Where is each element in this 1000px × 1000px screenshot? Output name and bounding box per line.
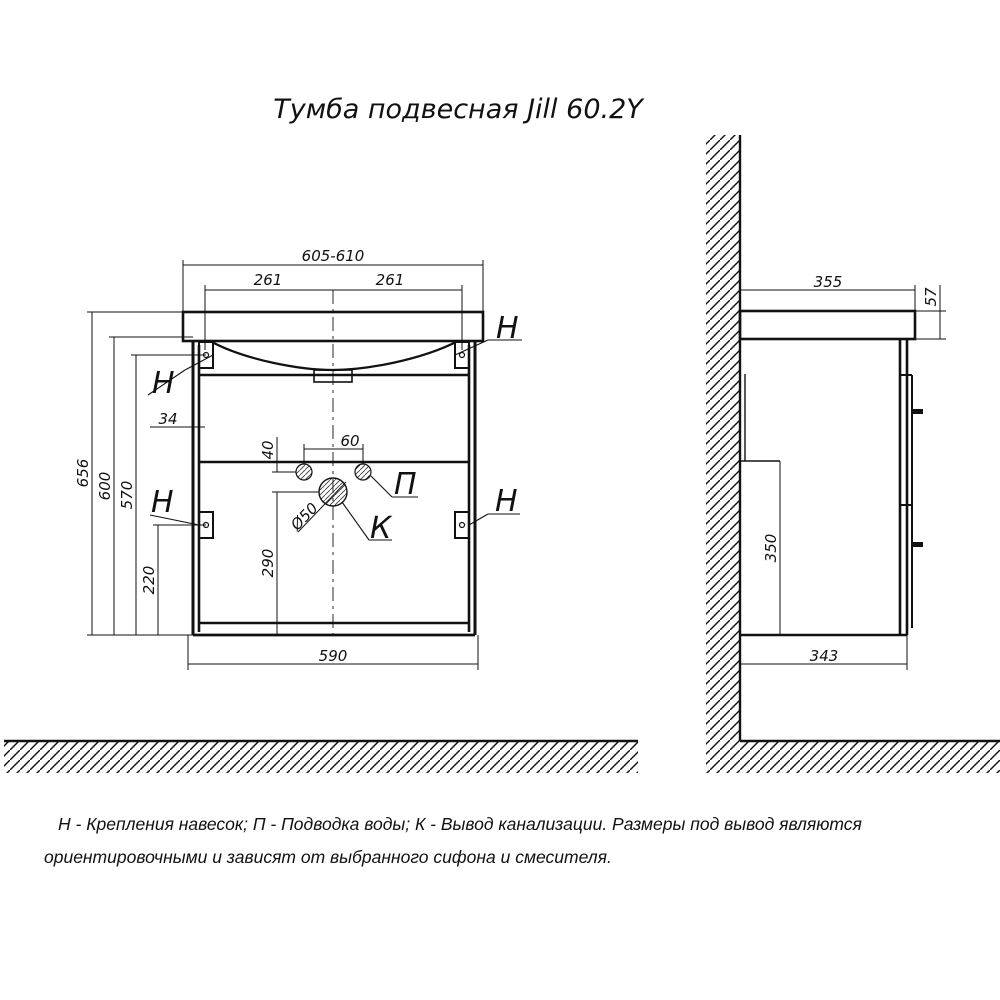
dim-heights: 656 600 570 220 <box>74 311 206 636</box>
dim-supply-spacing: 60 <box>303 432 364 464</box>
dim-half-left-label: 261 <box>254 271 283 289</box>
marker-h-bottom-right: Н <box>495 484 518 519</box>
handle-upper <box>912 409 923 414</box>
dim-half-right-label: 261 <box>376 271 405 289</box>
front-view: 605-610 261 261 590 656 600 570 <box>74 247 522 670</box>
marker-h-bottom-left: Н <box>151 485 174 520</box>
dim-top-thickness-label: 57 <box>922 287 940 307</box>
dim-drain-height: 290 <box>259 491 319 635</box>
dim-top-depth-label: 355 <box>814 273 843 291</box>
countertop-side <box>738 309 917 341</box>
dim-overall-width: 605-610 <box>182 247 484 312</box>
dim-drain-height-label: 290 <box>259 549 277 578</box>
marker-k: К <box>370 511 393 546</box>
dim-height-600-label: 600 <box>96 472 114 501</box>
dim-height-total-label: 656 <box>74 459 92 488</box>
marker-p: П <box>394 467 417 502</box>
dim-top-thickness: 57 <box>915 285 946 340</box>
floor-front <box>4 739 638 773</box>
marker-leaders <box>147 339 522 541</box>
dim-supply-height-label: 40 <box>259 440 277 459</box>
dim-side-offset-label: 34 <box>158 410 177 428</box>
water-supply-right <box>354 463 372 481</box>
cabinet-body <box>191 341 477 637</box>
drain-outlet <box>318 477 348 507</box>
dim-mount-height-label: 350 <box>762 534 780 563</box>
dim-bottom-depth: 343 <box>740 635 908 670</box>
legend-line-2: ориентировочными и зависят от выбранного… <box>44 847 612 867</box>
hanger-bracket-bottom-right <box>454 511 470 539</box>
dim-bottom-width: 590 <box>187 635 479 670</box>
dim-bottom-width-label: 590 <box>319 647 348 665</box>
wall <box>706 135 740 741</box>
dim-supply-spacing-label: 60 <box>340 432 359 450</box>
water-supply-left <box>295 463 313 481</box>
dim-drain-diameter-label: Ø50 <box>286 499 321 534</box>
marker-h-top-left: Н <box>152 366 175 401</box>
dim-bottom-depth-label: 343 <box>810 647 839 665</box>
marker-h-top-right: Н <box>496 311 519 346</box>
drawing-title: Тумба подвесная Jill 60.2Y <box>273 94 645 125</box>
side-view: 355 57 350 343 <box>706 135 1000 773</box>
dim-supply-height: 40 <box>259 437 296 473</box>
dim-overall-width-label: 605-610 <box>302 247 365 265</box>
dim-height-570-label: 570 <box>118 481 136 510</box>
dim-side-offset: 34 <box>150 410 205 428</box>
dim-height-220-label: 220 <box>140 566 158 595</box>
handle-lower <box>912 542 923 547</box>
dim-top-depth: 355 <box>740 273 916 311</box>
dim-half-widths: 261 261 <box>204 271 463 350</box>
legend: Н - Крепления навесок; П - Подводка воды… <box>44 808 944 874</box>
dim-mount-height: 350 <box>762 461 781 635</box>
legend-line-1: Н - Крепления навесок; П - Подводка воды… <box>58 814 862 834</box>
basin-bowl <box>209 340 459 372</box>
